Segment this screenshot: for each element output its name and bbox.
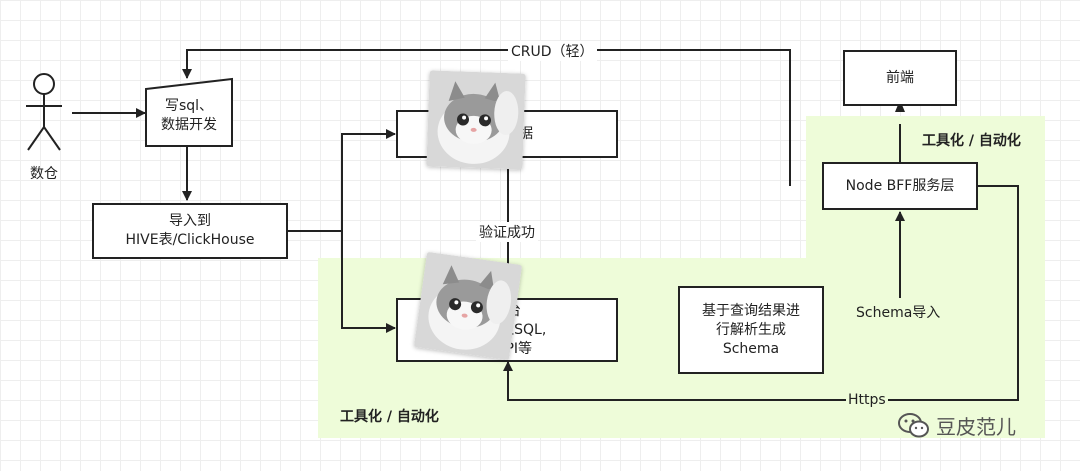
- watermark-text: 豆皮范儿: [936, 415, 1016, 439]
- edge-https: [503, 185, 1019, 401]
- cat-sticker-top: [426, 70, 526, 170]
- node-frontend[interactable]: 前端: [843, 50, 957, 106]
- write-sql-shape: [145, 77, 233, 147]
- edge-crud: [182, 49, 791, 186]
- edge-label-verify: 验证成功: [476, 222, 538, 242]
- zone-label-top-right: 工具化 / 自动化: [922, 133, 1021, 149]
- actor-label: 数仓: [30, 166, 58, 182]
- edge-label-schema-import: Schema导入: [854, 302, 943, 322]
- node-parse-schema[interactable]: 基于查询结果进 行解析生成 Schema: [678, 286, 824, 374]
- actor-figure: [26, 73, 62, 151]
- node-import-hive[interactable]: 导入到 HIVE表/ClickHouse: [92, 203, 288, 259]
- edge-label-https: Https: [846, 392, 888, 408]
- edge-import-to-platform: [341, 231, 396, 333]
- node-bff[interactable]: Node BFF服务层: [822, 162, 978, 210]
- edge-label-crud: CRUD（轻）: [508, 41, 597, 61]
- wechat-icon: [898, 413, 929, 438]
- edge-import-to-sql: [288, 129, 396, 232]
- zone-label-bottom: 工具化 / 自动化: [340, 409, 439, 425]
- cat-sticker-bottom: [413, 251, 523, 361]
- node-write-sql[interactable]: 写sql、 数据开发: [161, 98, 217, 133]
